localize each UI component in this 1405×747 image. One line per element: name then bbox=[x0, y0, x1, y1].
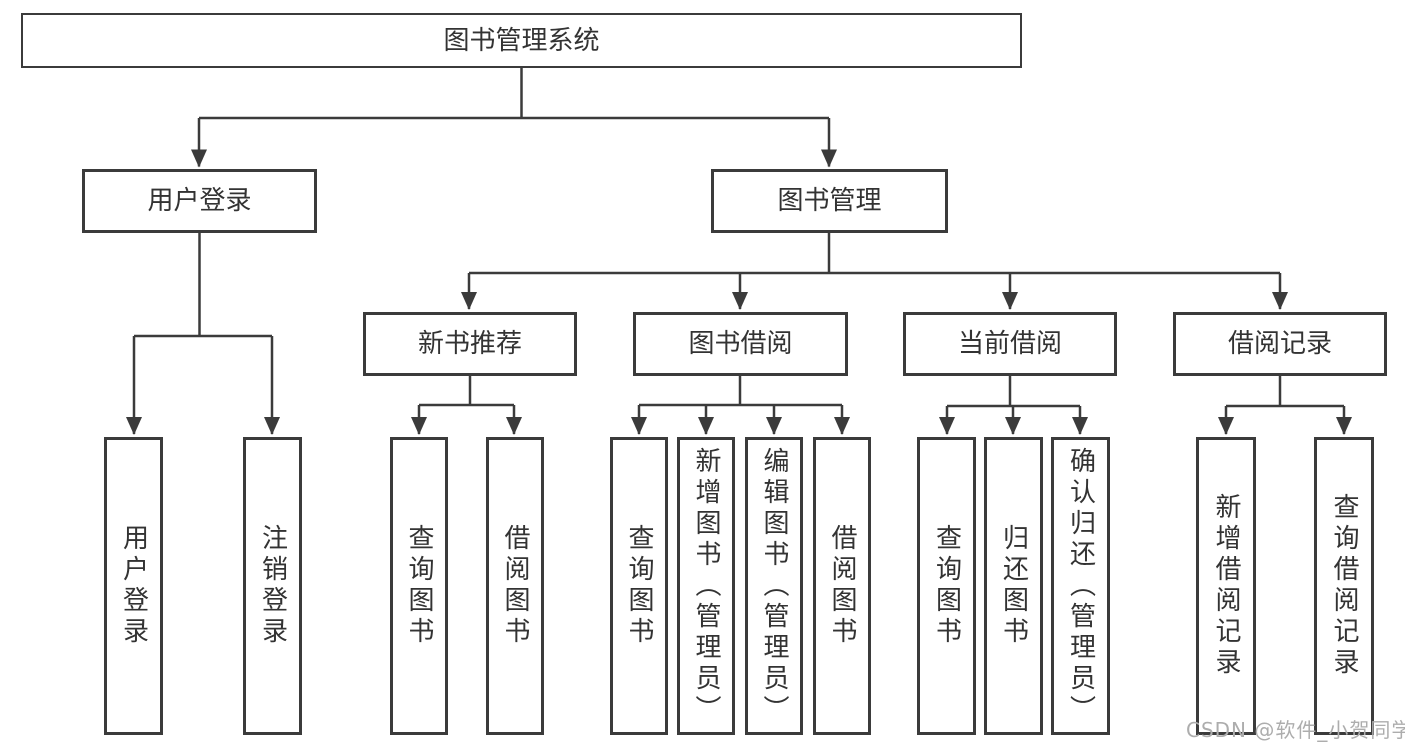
leaf-return-books: 归还图书 bbox=[984, 437, 1043, 735]
node-user-login: 用户登录 bbox=[82, 169, 317, 233]
leaf-query-books-1: 查询图书 bbox=[390, 437, 448, 735]
node-current-borrowing: 当前借阅 bbox=[903, 312, 1117, 376]
leaf-borrow-books-1: 借阅图书 bbox=[486, 437, 544, 735]
leaf-query-books-2: 查询图书 bbox=[610, 437, 668, 735]
node-label: 新书推荐 bbox=[417, 329, 522, 359]
connector-user-login bbox=[126, 232, 280, 435]
node-book-borrowing: 图书借阅 bbox=[633, 312, 848, 376]
node-label: 注销登录 bbox=[257, 524, 288, 648]
leaf-logout: 注销登录 bbox=[243, 437, 302, 735]
node-label: 新增借阅记录 bbox=[1211, 493, 1241, 679]
leaf-user-login: 用户登录 bbox=[104, 437, 163, 735]
node-label: 用户登录 bbox=[147, 186, 252, 216]
node-label: 用户登录 bbox=[118, 524, 149, 648]
node-label: 借阅记录 bbox=[1227, 329, 1332, 359]
node-label: 图书管理系统 bbox=[443, 25, 600, 56]
leaf-add-borrow-record: 新增借阅记录 bbox=[1196, 437, 1256, 735]
leaf-borrow-books-2: 借阅图书 bbox=[813, 437, 871, 735]
connector-new-book-recommendation bbox=[411, 376, 522, 435]
leaf-query-borrow-record: 查询借阅记录 bbox=[1314, 437, 1374, 735]
node-label: 查询图书 bbox=[404, 524, 434, 648]
node-book-management: 图书管理 bbox=[711, 169, 948, 233]
node-label: 查询图书 bbox=[931, 524, 962, 648]
node-label: 编辑图书（管理员） bbox=[759, 446, 789, 726]
connector-book-management bbox=[461, 233, 1288, 310]
node-library-system: 图书管理系统 bbox=[21, 13, 1022, 68]
leaf-query-books-3: 查询图书 bbox=[917, 437, 976, 735]
csdn-watermark: CSDN @软件_小贺同学 bbox=[1186, 718, 1405, 742]
node-label: 图书管理 bbox=[777, 186, 882, 216]
connector-borrowing-records bbox=[1218, 376, 1352, 435]
leaf-add-books-admin: 新增图书（管理员） bbox=[677, 437, 735, 735]
node-label: 新增图书（管理员） bbox=[691, 446, 721, 726]
node-label: 当前借阅 bbox=[957, 329, 1062, 359]
connector-book-borrowing bbox=[631, 376, 850, 435]
node-label: 查询图书 bbox=[624, 524, 654, 648]
node-label: 归还图书 bbox=[998, 524, 1029, 648]
node-borrowing-records: 借阅记录 bbox=[1173, 312, 1387, 376]
leaf-confirm-return-admin: 确认归还（管理员） bbox=[1051, 437, 1110, 735]
node-label: 借阅图书 bbox=[500, 524, 530, 648]
node-label: 图书借阅 bbox=[688, 329, 793, 359]
node-label: 查询借阅记录 bbox=[1329, 493, 1359, 679]
node-new-book-recommendation: 新书推荐 bbox=[363, 312, 577, 376]
leaf-edit-books-admin: 编辑图书（管理员） bbox=[745, 437, 803, 735]
connector-root bbox=[191, 68, 837, 168]
node-label: 借阅图书 bbox=[827, 524, 857, 648]
connector-current-borrowing bbox=[939, 376, 1088, 435]
node-label: 确认归还（管理员） bbox=[1065, 446, 1096, 726]
